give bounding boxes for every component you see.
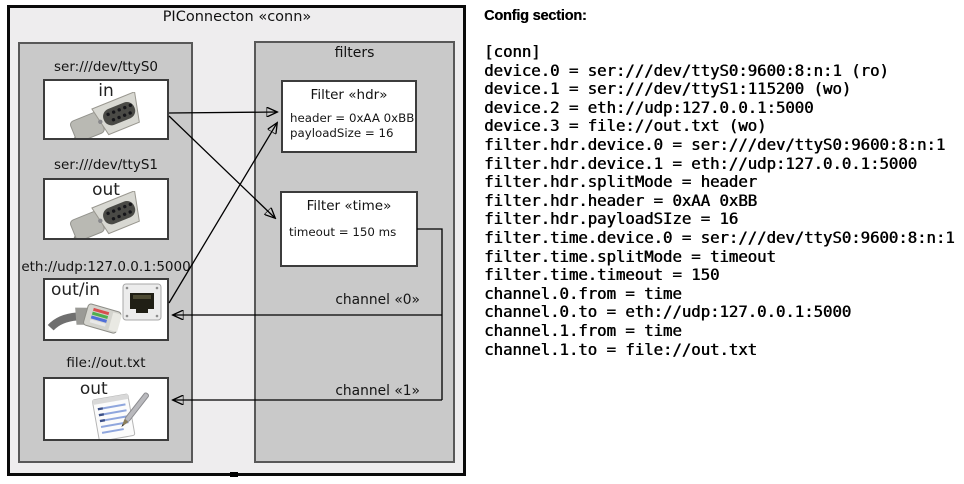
ethernet-cable-photo <box>47 303 122 334</box>
filter-attribute: timeout = 150 ms <box>289 225 397 239</box>
filter-time-box: Filter «time» timeout = 150 ms <box>280 191 418 267</box>
channel-0-label: channel «0» <box>335 292 420 308</box>
config-line: filter.time.timeout = 150 <box>484 265 720 285</box>
config-line: [conn] <box>484 42 541 61</box>
device-label-file: file://out.txt <box>66 355 146 371</box>
config-heading: Config section: <box>484 8 587 24</box>
notepad-icon <box>92 392 150 439</box>
config-lines: [conn] device.0 = ser:///dev/ttyS0:9600:… <box>484 42 962 359</box>
config-line: filter.hdr.device.0 = ser:///dev/ttyS0:9… <box>484 134 946 154</box>
config-line: filter.hdr.header = 0xAA 0xBB <box>484 190 757 210</box>
diagram-title: PIConnecton «conn» <box>162 9 312 25</box>
config-line: filter.hdr.splitMode = header <box>484 172 757 192</box>
config-line: filter.time.device.0 = ser:///dev/ttyS0:… <box>484 227 955 247</box>
device-direction: out <box>92 180 120 200</box>
device-label-ttys0: ser:///dev/ttyS0 <box>54 59 158 75</box>
serial-port-photo <box>70 191 140 238</box>
ethernet-jack-icon <box>122 283 162 321</box>
device-direction: in <box>98 81 114 101</box>
filter-attribute: header = 0xAA 0xBB <box>290 111 415 125</box>
serial-port-photo <box>70 92 140 138</box>
filter-hdr-attributes: header = 0xAA 0xBB payloadSize = 16 <box>290 111 414 141</box>
filter-hdr-title: Filter «hdr» <box>310 87 388 103</box>
device-direction: out/in <box>51 280 101 300</box>
device-box-ttys0: in <box>43 79 169 140</box>
config-line: channel.1.from = time <box>484 320 682 340</box>
config-line: channel.0.to = eth://udp:127.0.0.1:5000 <box>484 302 852 322</box>
device-direction: out <box>79 379 108 399</box>
device-box-file: out <box>43 377 169 441</box>
config-line: filter.hdr.payloadSIze = 16 <box>484 209 739 229</box>
config-line: channel.1.to = file://out.txt <box>484 339 757 359</box>
config-section: Config section: [conn] device.0 = ser://… <box>484 0 962 359</box>
device-box-ttys1: out <box>43 178 169 240</box>
filter-attribute: payloadSize = 16 <box>290 126 394 140</box>
filter-time-attributes: timeout = 150 ms <box>289 225 396 240</box>
channel-1-label: channel «1» <box>335 383 420 399</box>
config-line: device.1 = ser:///dev/ttyS1:115200 (wo) <box>484 79 852 99</box>
device-label-eth: eth://udp:127.0.0.1:5000 <box>21 259 191 275</box>
filter-hdr-box: Filter «hdr» header = 0xAA 0xBB payloadS… <box>281 80 417 153</box>
config-line: device.2 = eth://udp:127.0.0.1:5000 <box>484 97 814 117</box>
config-line: filter.time.splitMode = timeout <box>484 246 776 266</box>
device-label-ttys1: ser:///dev/ttyS1 <box>54 157 158 173</box>
device-box-eth: out/in <box>43 278 169 341</box>
config-line: device.3 = file://out.txt (wo) <box>484 116 767 136</box>
config-line: channel.0.from = time <box>484 283 682 303</box>
filter-time-title: Filter «time» <box>306 198 392 214</box>
config-line: device.0 = ser:///dev/ttyS0:9600:8:n:1 (… <box>484 60 889 80</box>
filters-panel-title: filters <box>334 45 375 61</box>
config-line: filter.hdr.device.1 = eth://udp:127.0.0.… <box>484 153 917 173</box>
